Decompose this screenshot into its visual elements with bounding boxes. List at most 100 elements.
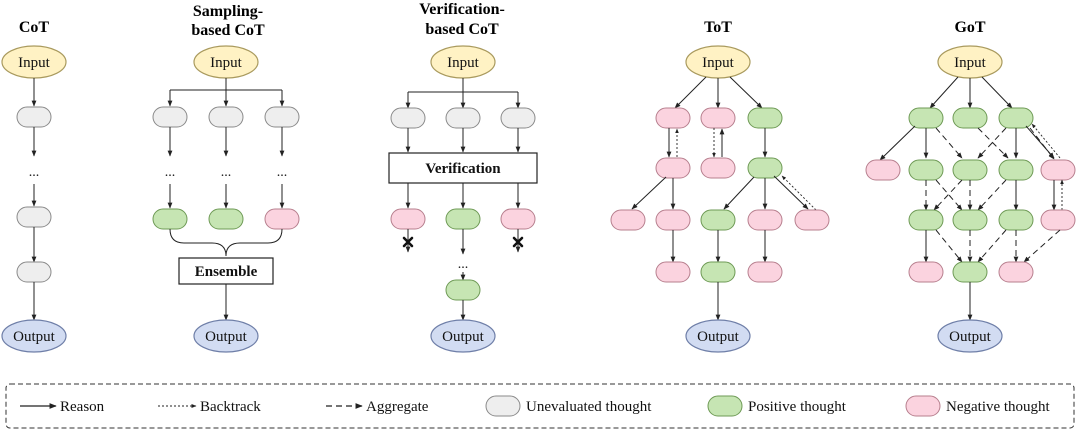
panel-cot: Input... Output <box>1 45 67 353</box>
input-label: Input <box>210 55 242 71</box>
positive-thought <box>952 261 988 283</box>
output-node <box>1 319 67 353</box>
positive-thought <box>998 209 1034 231</box>
unevaluated-thought <box>390 107 426 129</box>
reason-edge <box>729 76 763 109</box>
reason-edge <box>631 176 667 210</box>
unevaluated-thought <box>445 107 481 129</box>
unevaluated-thought <box>152 106 188 128</box>
aggregate-edge <box>977 229 1007 263</box>
legend: Reason Backtrack Aggregate Unevaluated t… <box>5 383 1075 429</box>
positive-thought <box>908 209 944 231</box>
ellipsis-text: ... <box>29 165 40 180</box>
legend-aggregate-label: Aggregate <box>366 399 429 415</box>
legend-frame <box>5 383 1075 429</box>
backtrack-edge <box>781 175 817 211</box>
positive-thought <box>952 209 988 231</box>
aggregate-edge <box>977 127 1007 159</box>
output-label: Output <box>949 329 992 345</box>
positive-thought <box>445 279 481 301</box>
ellipsis-text: ... <box>277 165 288 180</box>
positive-thought <box>747 157 783 179</box>
ensemble-box-label: Ensemble <box>195 264 258 280</box>
title-sampling-line2: based CoT <box>191 22 265 39</box>
positive-thought <box>700 209 736 231</box>
unevaluated-thought <box>16 261 52 283</box>
output-label: Output <box>442 329 485 345</box>
output-label: Output <box>697 329 740 345</box>
legend-positive-swatch <box>707 395 743 417</box>
positive-thought <box>952 159 988 181</box>
aggregate-edge <box>935 179 963 211</box>
unevaluated-thought <box>16 206 52 228</box>
backtrack-edge <box>1031 123 1061 159</box>
negative-thought <box>865 159 901 181</box>
negative-thought <box>1040 209 1076 231</box>
title-verification-line2: based CoT <box>425 21 499 38</box>
reason-edge <box>723 176 755 210</box>
aggregate-edge <box>935 127 963 159</box>
positive-thought <box>152 208 188 230</box>
negative-thought <box>700 107 736 129</box>
negative-thought <box>655 209 691 231</box>
negative-thought <box>908 261 944 283</box>
reason-edge <box>674 76 707 109</box>
unevaluated-thought <box>208 106 244 128</box>
negative-thought <box>747 209 783 231</box>
legend-unevaluated-label: Unevaluated thought <box>526 399 652 415</box>
positive-thought <box>908 159 944 181</box>
legend-negative-swatch <box>905 395 941 417</box>
aggregate-edge <box>977 179 1007 211</box>
positive-thought <box>700 261 736 283</box>
negative-thought <box>655 157 691 179</box>
reason-edge <box>879 125 916 161</box>
titles: CoT Sampling- based CoT Verification- ba… <box>19 1 986 39</box>
aggregate-edge <box>935 229 963 263</box>
reason-edge <box>981 76 1013 109</box>
input-label: Input <box>954 55 986 71</box>
legend-reason-label: Reason <box>60 399 105 415</box>
input-label: Input <box>18 55 50 71</box>
output-node <box>193 319 259 353</box>
legend-negative-label: Negative thought <box>946 399 1051 415</box>
negative-thought <box>700 157 736 179</box>
positive-thought <box>908 107 944 129</box>
negative-thought <box>390 208 426 230</box>
title-sampling-line1: Sampling- <box>193 3 263 20</box>
reason-edge <box>929 76 959 109</box>
ensemble-brace <box>169 228 283 257</box>
title-tot: ToT <box>704 19 732 36</box>
aggregate-edge <box>977 127 1009 159</box>
reason-edge <box>773 175 809 210</box>
legend-unevaluated-swatch <box>485 395 521 417</box>
input-label: Input <box>447 55 479 71</box>
positive-thought <box>208 208 244 230</box>
unevaluated-thought <box>16 106 52 128</box>
legend-backtrack-label: Backtrack <box>200 399 261 415</box>
input-label: Input <box>702 55 734 71</box>
ellipsis-text: ... <box>221 165 232 180</box>
negative-thought <box>500 208 536 230</box>
ellipsis-text: ... <box>458 257 469 272</box>
output-node <box>685 319 751 353</box>
output-label: Output <box>13 329 56 345</box>
title-got: GoT <box>954 19 985 36</box>
negative-thought <box>610 209 646 231</box>
output-label: Output <box>205 329 248 345</box>
negative-thought <box>747 261 783 283</box>
cross-icon <box>402 236 414 248</box>
positive-thought <box>445 208 481 230</box>
positive-thought <box>998 159 1034 181</box>
aggregate-edge <box>1029 127 1055 160</box>
verification-box <box>388 152 538 184</box>
unevaluated-thought <box>500 107 536 129</box>
legend-positive-label: Positive thought <box>748 399 847 415</box>
negative-thought <box>655 261 691 283</box>
title-verification-line1: Verification- <box>419 1 505 18</box>
negative-thought <box>794 209 830 231</box>
output-node <box>937 319 1003 353</box>
